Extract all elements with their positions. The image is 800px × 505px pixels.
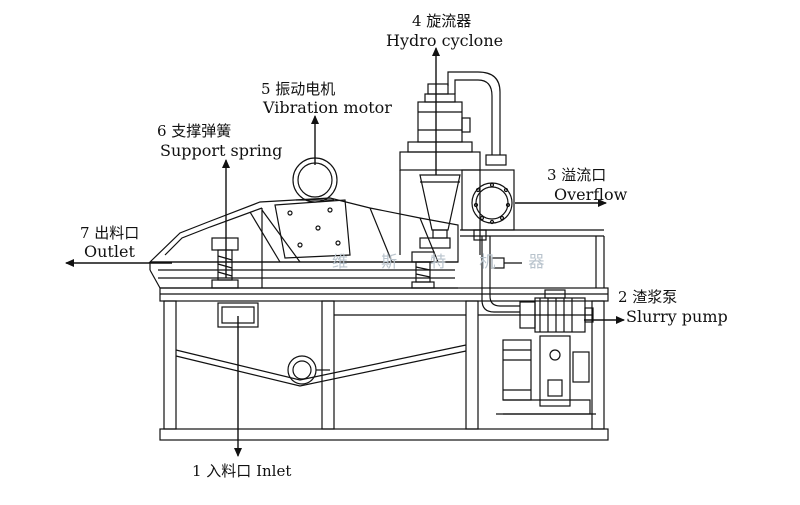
label-slurry-pump-en: Slurry pump (626, 307, 728, 326)
label-vibration-motor-en: Vibration motor (263, 98, 392, 117)
base-frame (159, 287, 609, 441)
label-support-spring-zh: 6 支撑弹簧 (157, 122, 232, 140)
callout-arrows (65, 47, 625, 457)
slurry-pump (496, 289, 596, 415)
label-slurry-pump-zh: 2 渣浆泵 (618, 288, 678, 306)
support-spring-right (411, 251, 435, 289)
label-hydrocyclone-en: Hydro cyclone (386, 31, 504, 50)
label-hydrocyclone-zh: 4 旋流器 (412, 12, 472, 30)
brand-watermark: 维 斯 特 机 器 (332, 252, 559, 271)
support-spring-left (211, 237, 239, 289)
label-support-spring-en: Support spring (160, 141, 283, 160)
tank-drain (287, 355, 330, 385)
label-outlet-zh: 7 出料口 (80, 224, 140, 242)
label-overflow-zh: 3 溢流口 (547, 166, 607, 184)
hydrocyclone (399, 71, 507, 255)
dewatering-screen (148, 197, 459, 289)
label-vibration-motor-zh: 5 振动电机 (261, 80, 336, 98)
label-overflow-en: Overflow (554, 185, 628, 204)
pump-frame (460, 229, 605, 313)
label-outlet-en: Outlet (84, 242, 135, 261)
label-inlet: 1 入料口 Inlet (192, 462, 292, 480)
